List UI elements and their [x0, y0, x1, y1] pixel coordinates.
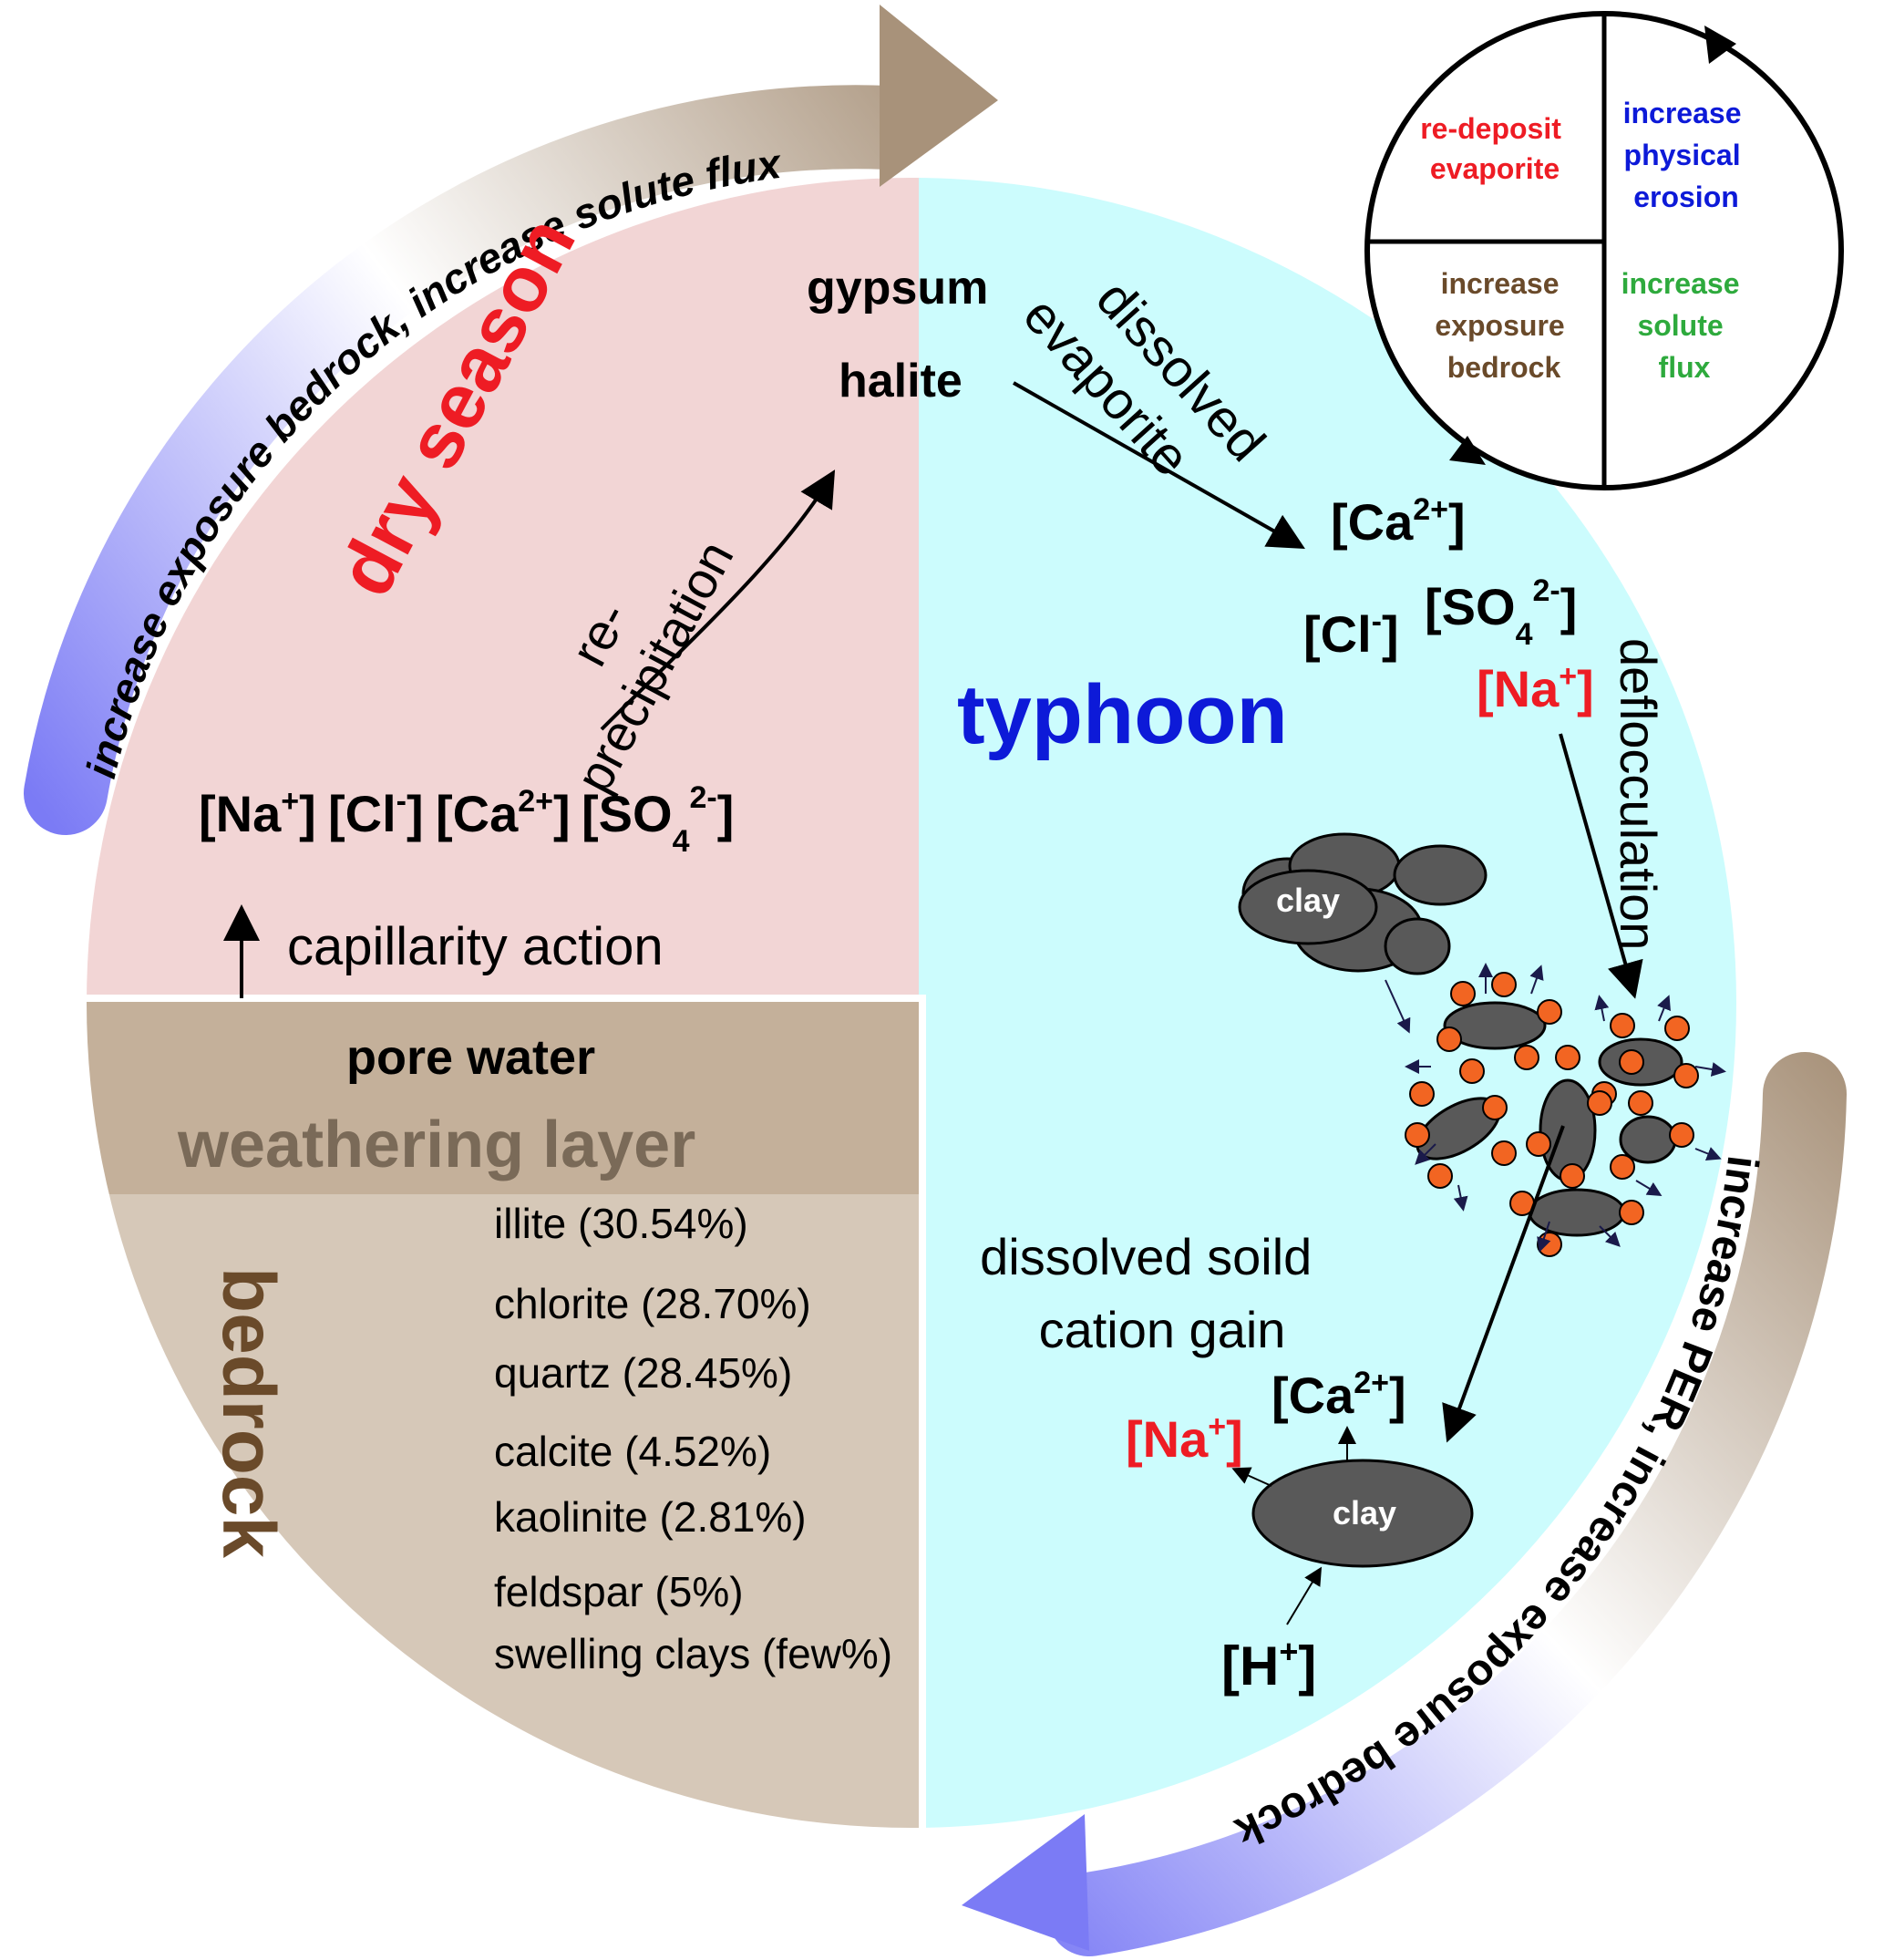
bedrock-title: bedrock — [207, 1267, 290, 1558]
exchange-na: [Na+] — [1126, 1409, 1243, 1468]
weathering-layer-region — [87, 998, 921, 1194]
bedrock-panel: bedrock illite (30.54%) chlorite (28.70%… — [207, 1200, 892, 1677]
legend-q2: increase physical erosion — [1623, 97, 1750, 213]
dispersion-arrows — [1405, 963, 1726, 1253]
typhoon-cl: [Cl-] — [1303, 604, 1399, 663]
exchange-h: [H+] — [1221, 1633, 1316, 1697]
sodium-cations — [1405, 972, 1699, 1257]
flocculated-clay-cluster — [1238, 832, 1488, 975]
mineral-item: feldspar (5%) — [494, 1568, 744, 1615]
exchange-ca: [Ca2+] — [1271, 1366, 1406, 1424]
weathering-panel: pore water weathering layer — [177, 1030, 695, 1181]
deflocculation-label: deflocculation — [1610, 638, 1667, 950]
typhoon-na: [Na+] — [1477, 659, 1594, 717]
cluster-to-dispersed-arrow — [1385, 979, 1411, 1034]
cation-gain-label: dissolved soild cation gain — [980, 1228, 1326, 1358]
legend-q3: increase exposure bedrock — [1435, 267, 1572, 384]
dry-ions: [Na+] [Cl-] [Ca2+] [SO42-] — [199, 780, 734, 859]
exchange-arrow — [1442, 1125, 1565, 1443]
legend-circle: re-deposit evaporite increase physical e… — [1364, 11, 1844, 490]
quadrant-divider — [87, 995, 926, 1832]
legend-q1: re-deposit evaporite — [1420, 112, 1570, 185]
clay-particle — [1251, 1459, 1474, 1568]
clay-particle-label: clay — [1333, 1494, 1396, 1532]
mineral-item: swelling clays (few%) — [494, 1630, 892, 1677]
dispersed-clay-particles — [1416, 1001, 1683, 1237]
deflocculation-arrow — [1559, 733, 1643, 999]
typhoon-so4: [SO42-] — [1425, 573, 1577, 652]
halite-label: halite — [839, 355, 963, 407]
na-release-arrow — [1231, 1467, 1272, 1487]
mineral-item: chlorite (28.70%) — [494, 1280, 811, 1327]
weathering-layer-title: weathering layer — [177, 1109, 695, 1181]
gypsum-label: gypsum — [807, 262, 988, 315]
pore-water-label: pore water — [346, 1030, 595, 1085]
typhoon-title: typhoon — [957, 668, 1288, 761]
mineral-item: illite (30.54%) — [494, 1200, 748, 1247]
mineral-item: quartz (28.45%) — [494, 1349, 792, 1397]
mineral-list: illite (30.54%) chlorite (28.70%) quartz… — [494, 1200, 892, 1677]
h-uptake-arrow — [1286, 1566, 1323, 1625]
typhoon-ca: [Ca2+] — [1331, 492, 1466, 551]
capillarity-label: capillarity action — [287, 917, 664, 976]
reprecipitation-arrow — [600, 469, 836, 731]
mineral-item: calcite (4.52%) — [494, 1428, 771, 1475]
legend-q4: increase solute flux — [1621, 267, 1748, 384]
dissolution-arrow — [1013, 381, 1305, 549]
clay-cluster-label: clay — [1276, 882, 1340, 919]
mineral-item: kaolinite (2.81%) — [494, 1493, 807, 1541]
